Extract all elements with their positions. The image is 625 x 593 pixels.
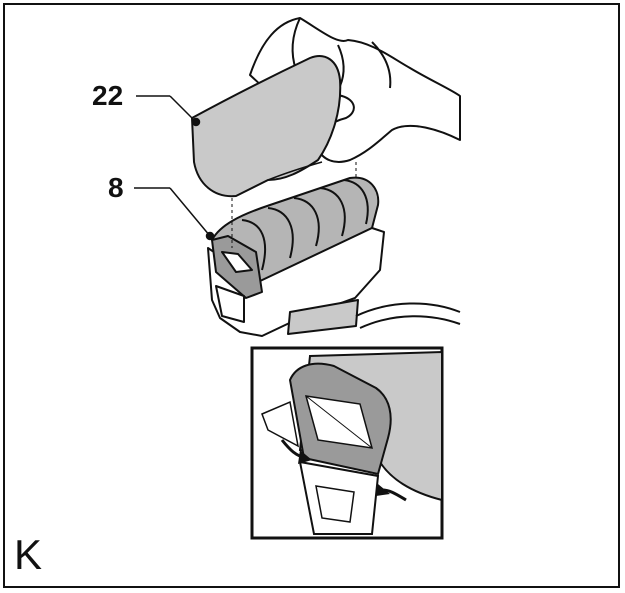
hand-illustration <box>249 17 461 163</box>
callout-22: 22 <box>92 80 124 111</box>
guide-lines <box>231 162 357 248</box>
leader-lines <box>134 95 215 241</box>
filter-housing <box>207 227 461 337</box>
detail-inset <box>250 346 444 540</box>
figure-frame <box>3 3 620 588</box>
callout-8: 8 <box>108 172 124 203</box>
figure-letter: K <box>14 531 43 578</box>
filter-sheet <box>191 55 342 198</box>
